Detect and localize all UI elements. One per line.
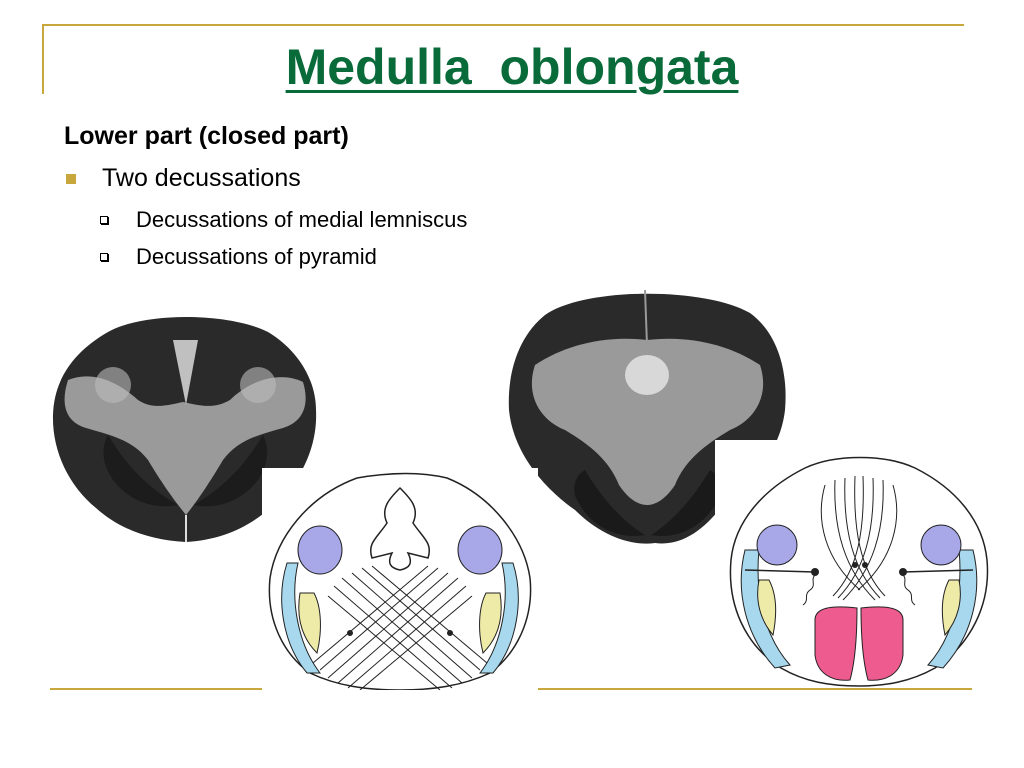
hollow-square-bullet-icon xyxy=(100,216,108,224)
pyramidal-decussation-diagram xyxy=(262,468,538,690)
hollow-square-bullet-icon xyxy=(100,253,108,261)
square-bullet-icon xyxy=(66,173,76,184)
frame-left-line xyxy=(42,24,44,94)
subbullet-medial-lemniscus: Decussations of medial lemniscus xyxy=(100,207,467,233)
medial-lemniscus-decussation-diagram xyxy=(715,440,1003,688)
frame-top-line xyxy=(42,24,964,26)
bullet-text: Two decussations xyxy=(102,164,301,192)
slide-title: Medulla oblongata xyxy=(285,39,739,95)
bullet-two-decussations: Two decussations xyxy=(64,164,301,193)
subbullet-pyramid: Decussations of pyramid xyxy=(100,244,377,270)
section-heading: Lower part (closed part) xyxy=(64,122,349,150)
stained-section-lower-medulla-image xyxy=(52,317,317,542)
subbullet-text: Decussations of pyramid xyxy=(136,244,377,269)
subbullet-text: Decussations of medial lemniscus xyxy=(136,207,468,232)
